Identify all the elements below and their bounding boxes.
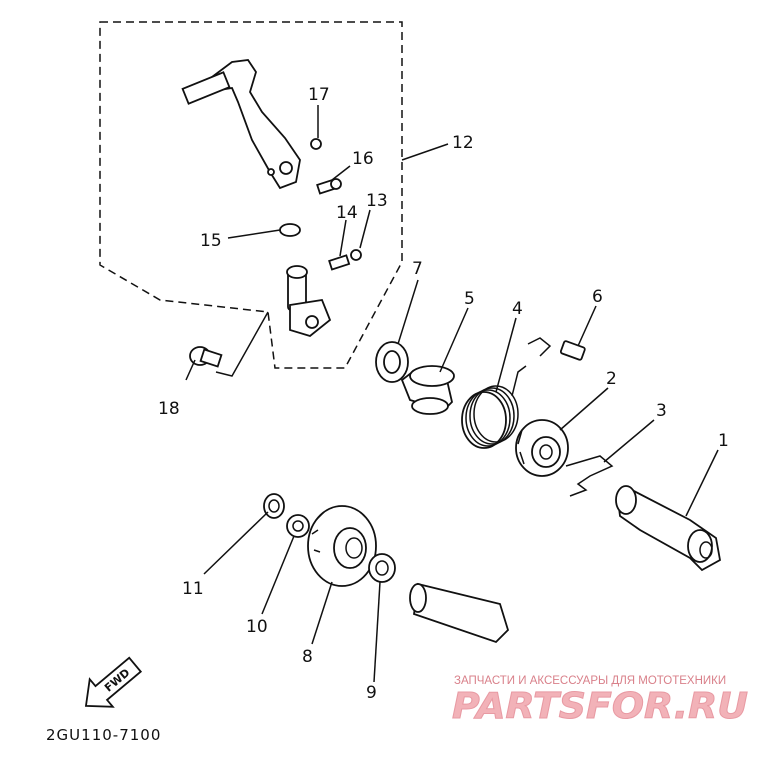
watermark-brand: PARTSFOR.RU [452, 686, 748, 727]
shaft-stub [409, 582, 510, 644]
spring-guide-6 [559, 340, 586, 361]
spring-14 [328, 254, 351, 271]
watermark: ЗАПЧАСТИ И АКСЕССУАРЫ ДЛЯ МОТОТЕХНИКИ PA… [452, 675, 749, 728]
part-label-8: 8 [302, 647, 313, 667]
kick-pedal-lever [181, 59, 301, 190]
bolt-16 [316, 178, 342, 195]
leader-lines [185, 105, 719, 683]
washer-9 [368, 553, 396, 583]
part-label-7: 7 [412, 259, 423, 279]
drawing-code: 2GU110-7100 [46, 726, 161, 744]
clip-15 [279, 223, 301, 237]
ratchet-2 [515, 419, 569, 477]
part-label-3: 3 [656, 401, 667, 421]
torsion-spring-4 [461, 365, 527, 449]
assembly-boundary-12 [99, 21, 403, 369]
kick-crank-boss [286, 265, 332, 337]
part-label-12: 12 [452, 133, 474, 153]
collar-5 [400, 365, 455, 415]
part-label-14: 14 [336, 203, 358, 223]
clip-3 [565, 455, 614, 497]
part-label-2: 2 [606, 369, 617, 389]
part-label-13: 13 [366, 191, 388, 211]
kick-axle-1 [615, 485, 722, 572]
ball-13 [350, 249, 362, 261]
part-label-10: 10 [246, 617, 268, 637]
washer-10 [286, 514, 310, 538]
bolt-18 [189, 346, 223, 368]
circlip-11 [263, 493, 285, 519]
part-label-5: 5 [464, 289, 475, 309]
bearing-7 [375, 341, 409, 383]
kick-idle-gear-8 [307, 505, 377, 587]
part-label-6: 6 [592, 287, 603, 307]
fwd-direction-arrow: FWD [84, 656, 143, 708]
watermark-tagline: ЗАПЧАСТИ И АКСЕССУАРЫ ДЛЯ МОТОТЕХНИКИ [454, 675, 726, 687]
part-label-17: 17 [308, 85, 330, 105]
part-label-15: 15 [200, 231, 222, 251]
part-label-11: 11 [182, 579, 204, 599]
part-label-1: 1 [718, 431, 729, 451]
washer-17 [310, 138, 322, 150]
part-label-18: 18 [158, 399, 180, 419]
part-label-9: 9 [366, 683, 377, 703]
part-label-4: 4 [512, 299, 523, 319]
part-label-16: 16 [352, 149, 374, 169]
